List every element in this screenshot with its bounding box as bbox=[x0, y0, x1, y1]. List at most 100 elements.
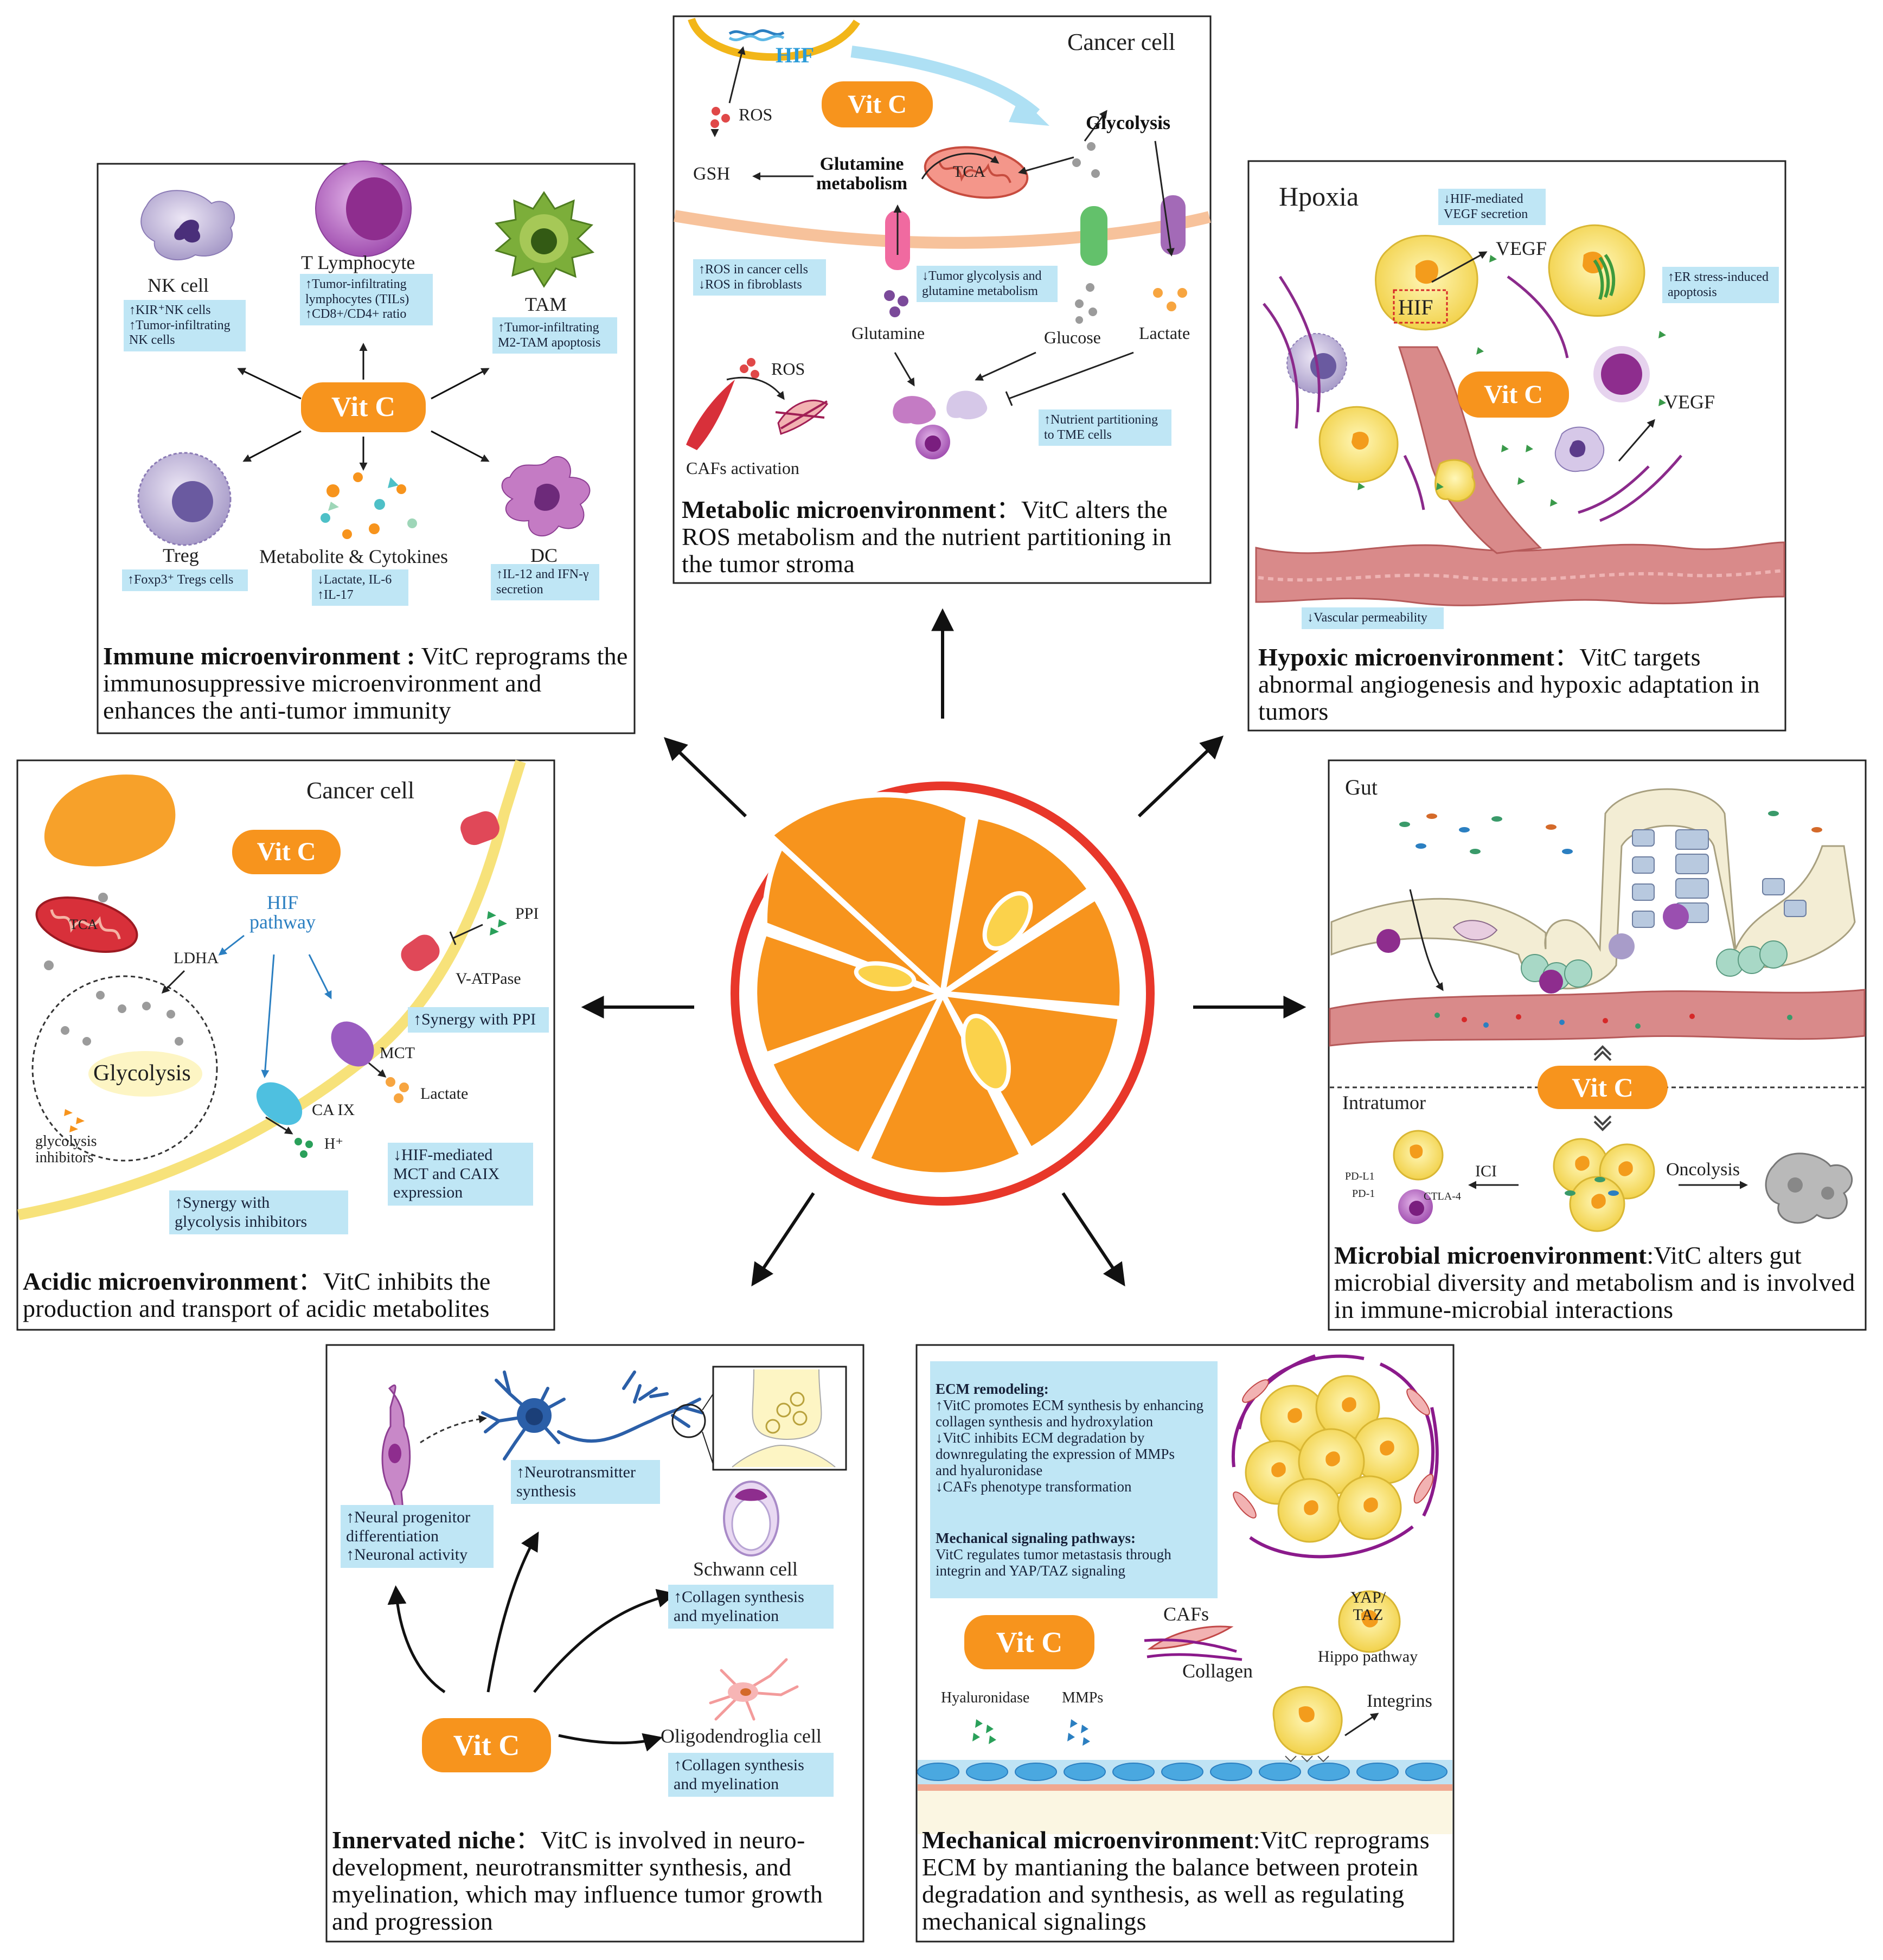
schwann-note: ↑Collagen synthesis and myelination bbox=[668, 1585, 834, 1629]
acidic-panel bbox=[16, 759, 555, 1331]
glucose-label: Glucose bbox=[1044, 328, 1101, 347]
schwann-cell-label: Schwann cell bbox=[693, 1558, 798, 1580]
vegf-right-label: VEGF bbox=[1664, 391, 1715, 413]
mechanical-signaling-note: Mechanical signaling pathways: VitC regu… bbox=[930, 1510, 1218, 1598]
pd1-label: PD-1 bbox=[1352, 1188, 1375, 1200]
mechanical-caption: Mechanical microenvironment:VitC reprogr… bbox=[922, 1827, 1451, 1935]
vitc-label: Vit C bbox=[331, 392, 395, 422]
vitc-label: Vit C bbox=[996, 1626, 1063, 1658]
treg-note: ↑Foxp3⁺ Tregs cells bbox=[122, 569, 248, 591]
metabolic-artwork bbox=[674, 17, 1211, 459]
glycolysis-inhibitors-label: glycolysis inhibitors bbox=[35, 1133, 97, 1166]
immune-caption-text: VitC reprograms the immunosuppressive mi… bbox=[103, 642, 628, 724]
ecm-remodeling-title: ECM remodeling: bbox=[936, 1381, 1049, 1397]
metabolic-title: Cancer cell bbox=[1067, 29, 1176, 55]
pdl1-label: PD-L1 bbox=[1345, 1170, 1375, 1182]
caix-label: CA IX bbox=[312, 1101, 355, 1119]
neural-progenitor-note: ↑Neural progenitor differentiation ↑Neur… bbox=[341, 1505, 494, 1568]
metabolic-vitc-badge: Vit C bbox=[822, 81, 933, 127]
innervated-artwork bbox=[381, 1366, 847, 1752]
orange-slice-icon bbox=[731, 782, 1155, 1206]
mmps-label: MMPs bbox=[1062, 1689, 1104, 1706]
gsh-label: GSH bbox=[693, 164, 731, 184]
oncolysis-label: Oncolysis bbox=[1666, 1160, 1740, 1180]
vitc-label: Vit C bbox=[848, 90, 907, 119]
immune-caption: Immune microenvironment : VitC reprogram… bbox=[103, 643, 630, 724]
microbial-panel bbox=[1328, 759, 1867, 1331]
hypoxic-caption-title: Hypoxic microenvironment bbox=[1258, 643, 1554, 671]
oligodendroglia-label: Oligodendroglia cell bbox=[661, 1725, 822, 1747]
innervated-vitc-badge: Vit C bbox=[422, 1718, 551, 1772]
tam-note: ↑Tumor-infiltrating M2-TAM apoptosis bbox=[492, 317, 617, 354]
acidic-artwork bbox=[17, 760, 526, 1220]
vitc-label: Vit C bbox=[1572, 1072, 1634, 1103]
metabolic-caption-title: Metabolic microenvironment bbox=[682, 496, 996, 523]
vascular-note: ↓Vascular permeability bbox=[1302, 607, 1444, 629]
ecm-remodeling-text: ↑VitC promotes ECM synthesis by enhancin… bbox=[936, 1397, 1204, 1495]
mechanical-artwork bbox=[917, 1354, 1452, 1834]
treg-label: Treg bbox=[163, 545, 199, 566]
mechanical-signaling-title: Mechanical signaling pathways: bbox=[936, 1530, 1136, 1546]
ici-label: ICI bbox=[1475, 1162, 1497, 1180]
microbial-artwork bbox=[1329, 788, 1866, 1232]
dc-note: ↑IL-12 and IFN-γ secretion bbox=[491, 564, 599, 601]
ppi-note: ↑Synergy with PPI bbox=[408, 1007, 549, 1033]
ecm-remodeling-note: ECM remodeling: ↑VitC promotes ECM synth… bbox=[930, 1361, 1218, 1514]
hypoxic-caption: Hypoxic microenvironment：VitC targets ab… bbox=[1258, 644, 1782, 725]
mechanical-vitc-badge: Vit C bbox=[964, 1615, 1094, 1669]
immune-caption-title: Immune microenvironment : bbox=[103, 642, 415, 670]
microbial-vitc-badge: Vit C bbox=[1538, 1066, 1668, 1109]
metabolite-label: Metabolite & Cytokines bbox=[259, 546, 448, 567]
acidic-caption-title: Acidic microenvironment bbox=[23, 1267, 298, 1295]
glycolysis-label: Glycolysis bbox=[93, 1061, 191, 1086]
ros-note: ↑ROS in cancer cells ↓ROS in fibroblasts bbox=[693, 259, 826, 296]
hypoxic-title: Hpoxia bbox=[1279, 181, 1359, 212]
microbial-caption-title: Microbial microenvironment bbox=[1334, 1241, 1647, 1269]
nutrient-note: ↑Nutrient partitioning to TME cells bbox=[1039, 409, 1171, 446]
immune-vitc-badge: Vit C bbox=[301, 382, 426, 432]
innervated-caption: Innervated niche：VitC is involved in neu… bbox=[332, 1827, 861, 1935]
acidic-title: Cancer cell bbox=[306, 777, 415, 804]
ros-caf-label: ROS bbox=[771, 359, 805, 379]
vitc-label: Vit C bbox=[1484, 380, 1543, 409]
er-stress-note: ↑ER stress-induced apoptosis bbox=[1662, 267, 1779, 304]
ctla4-label: CTLA-4 bbox=[1424, 1190, 1461, 1202]
hyaluronidase-label: Hyaluronidase bbox=[941, 1689, 1030, 1706]
hypoxic-caption-text: ：VitC targets abnormal angiogenesis and … bbox=[1258, 643, 1760, 725]
microbial-caption: Microbial microenvironment:VitC alters g… bbox=[1334, 1242, 1863, 1323]
hypoxic-vitc-badge: Vit C bbox=[1458, 371, 1569, 418]
metabolic-caption: Metabolic microenvironment：VitC alters t… bbox=[682, 496, 1207, 578]
metab-note: ↓Lactate, IL-6 ↑IL-17 bbox=[312, 569, 408, 606]
lactate-label: Lactate bbox=[1139, 323, 1190, 343]
tam-label: TAM bbox=[525, 293, 567, 315]
mechanical-caption-title: Mechanical microenvironment bbox=[922, 1826, 1253, 1854]
acidic-vitc-badge: Vit C bbox=[232, 830, 341, 874]
h-label: H⁺ bbox=[324, 1136, 343, 1152]
glycolysis-synergy-note: ↑Synergy with glycolysis inhibitors bbox=[169, 1190, 348, 1234]
vatpase-label: V-ATPase bbox=[456, 970, 521, 988]
acidic-caption-text: ：VitC inhibits the production and transp… bbox=[23, 1267, 491, 1322]
hypoxic-artwork bbox=[1255, 224, 1785, 606]
t-lymphocyte-label: T Lymphocyte bbox=[301, 252, 415, 273]
hif-pathway-label: HIF pathway bbox=[249, 892, 316, 933]
metabolic-caption-text: ：VitC alters the ROS metabolism and the … bbox=[682, 496, 1172, 578]
neurotransmitter-note: ↑Neurotransmitter synthesis bbox=[511, 1460, 660, 1504]
tlymph-note: ↑Tumor-infiltrating lymphocytes (TILs) ↑… bbox=[300, 274, 433, 325]
vitc-label: Vit C bbox=[257, 837, 316, 866]
vitc-label: Vit C bbox=[453, 1729, 520, 1762]
mechanical-caption-text: :VitC reprograms ECM by mantianing the b… bbox=[922, 1826, 1430, 1935]
cafs-label: CAFs bbox=[1163, 1603, 1209, 1625]
acidic-caption: Acidic microenvironment：VitC inhibits th… bbox=[23, 1268, 552, 1322]
integrins-label: Integrins bbox=[1367, 1691, 1432, 1711]
innervated-caption-title: Innervated niche bbox=[332, 1826, 516, 1854]
innervated-caption-text: ：VitC is involved in neuro-development, … bbox=[332, 1826, 823, 1935]
mct-label: MCT bbox=[380, 1044, 415, 1062]
cafs-activation-label: CAFs activation bbox=[686, 458, 799, 478]
mechanical-signaling-text: VitC regulates tumor metastasis through … bbox=[936, 1546, 1171, 1579]
lactate-label: Lactate bbox=[420, 1085, 469, 1103]
vegf-top-label: VEGF bbox=[1496, 238, 1547, 259]
ppi-label: PPI bbox=[515, 905, 539, 923]
intratumor-label: Intratumor bbox=[1342, 1092, 1426, 1113]
metabolic-panel bbox=[672, 15, 1212, 584]
